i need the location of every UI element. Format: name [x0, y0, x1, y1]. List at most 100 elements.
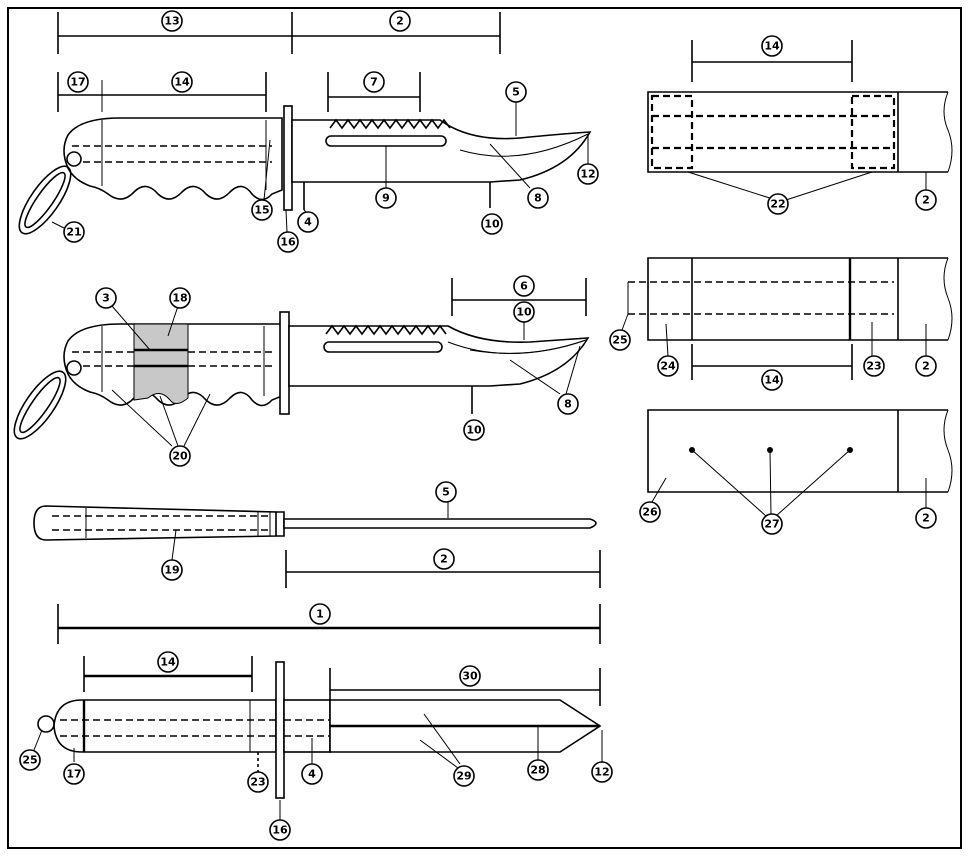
callout-1: 1 — [309, 603, 331, 625]
fuller-top — [325, 135, 447, 147]
svg-text:4: 4 — [308, 768, 316, 781]
svg-text:17: 17 — [66, 768, 81, 781]
svg-text:10: 10 — [484, 218, 500, 231]
svg-text:12: 12 — [580, 168, 595, 181]
svg-text:12: 12 — [594, 766, 609, 779]
border — [7, 7, 962, 849]
callout-23-right: 23 — [863, 355, 885, 377]
svg-text:17: 17 — [70, 76, 85, 89]
svg-text:23: 23 — [866, 360, 881, 373]
callout-2-top: 2 — [389, 10, 411, 32]
svg-text:23: 23 — [250, 776, 265, 789]
callout-18: 18 — [169, 287, 191, 309]
lanyard-ring-inner — [24, 171, 66, 229]
handle-detail-3 — [647, 409, 953, 517]
svg-text:13: 13 — [164, 15, 179, 28]
callout-24: 24 — [657, 355, 679, 377]
callout-6: 6 — [513, 275, 535, 297]
blade-profile — [283, 518, 597, 529]
svg-text:5: 5 — [512, 86, 520, 99]
handle-detail-1 — [647, 40, 953, 201]
callout-9: 9 — [375, 187, 397, 209]
svg-text:5: 5 — [442, 486, 450, 499]
svg-text:16: 16 — [280, 236, 296, 249]
svg-text:7: 7 — [370, 76, 378, 89]
svg-text:26: 26 — [642, 506, 658, 519]
svg-text:21: 21 — [66, 226, 81, 239]
svg-text:2: 2 — [396, 15, 404, 28]
handle-detail-2 — [627, 257, 953, 380]
dimension-17-14 — [57, 72, 267, 112]
svg-text:2: 2 — [922, 512, 930, 525]
svg-text:20: 20 — [172, 450, 188, 463]
callout-10-top: 10 — [481, 213, 503, 235]
svg-text:27: 27 — [764, 518, 779, 531]
leader-lines — [33, 102, 927, 820]
svg-text:15: 15 — [254, 204, 269, 217]
knife-middle — [13, 278, 590, 440]
callout-8-top: 8 — [527, 187, 549, 209]
svg-text:25: 25 — [612, 334, 627, 347]
svg-text:30: 30 — [462, 670, 478, 683]
svg-text:1: 1 — [316, 608, 324, 621]
handle-bottom — [53, 699, 277, 753]
callout-10-mid: 10 — [463, 419, 485, 441]
svg-text:28: 28 — [530, 764, 545, 777]
callout-14-right-2: 14 — [761, 369, 783, 391]
svg-text:14: 14 — [160, 656, 176, 669]
callout-2-right-3: 2 — [915, 507, 937, 529]
svg-text:8: 8 — [534, 192, 542, 205]
callout-25-bottom: 25 — [19, 749, 41, 771]
dimension-13-2 — [57, 12, 501, 54]
lanyard-ring-outer — [18, 165, 72, 235]
callout-4-bottom: 4 — [301, 763, 323, 785]
callout-17-top: 17 — [67, 71, 89, 93]
knife-top — [18, 12, 592, 235]
handle-profile — [33, 505, 277, 541]
svg-text:3: 3 — [102, 292, 110, 305]
blade-top — [291, 119, 592, 183]
lanyard-hole-middle — [66, 360, 82, 376]
svg-text:6: 6 — [520, 280, 528, 293]
callout-2-right-1: 2 — [915, 189, 937, 211]
callout-15: 15 — [251, 199, 273, 221]
callout-2-profile: 2 — [433, 548, 455, 570]
svg-text:16: 16 — [272, 824, 288, 837]
callout-25-right: 25 — [609, 329, 631, 351]
lanyard-hole — [66, 151, 82, 167]
callout-5-top: 5 — [505, 81, 527, 103]
callout-13: 13 — [161, 10, 183, 32]
grip-shaded — [133, 323, 189, 404]
callout-14-bottom: 14 — [157, 651, 179, 673]
svg-text:4: 4 — [304, 216, 312, 229]
callout-20: 20 — [169, 445, 191, 467]
knife-bottom — [37, 656, 602, 799]
callout-12-top: 12 — [577, 163, 599, 185]
svg-text:24: 24 — [660, 360, 676, 373]
blade-middle — [288, 325, 590, 387]
callout-5-profile: 5 — [435, 481, 457, 503]
callout-2-right-2: 2 — [915, 355, 937, 377]
svg-text:2: 2 — [922, 194, 930, 207]
svg-text:25: 25 — [22, 754, 37, 767]
callout-28: 28 — [527, 759, 549, 781]
svg-text:2: 2 — [440, 553, 448, 566]
callout-19: 19 — [161, 559, 183, 581]
svg-text:19: 19 — [164, 564, 179, 577]
callout-30: 30 — [459, 665, 481, 687]
callout-26: 26 — [639, 501, 661, 523]
svg-text:14: 14 — [764, 40, 780, 53]
handle-top — [63, 117, 283, 201]
dimension-7 — [327, 72, 421, 112]
callout-23-bottom: 23 — [247, 771, 269, 793]
callout-21: 21 — [63, 221, 85, 243]
svg-text:22: 22 — [770, 198, 785, 211]
svg-text:14: 14 — [764, 374, 780, 387]
callout-27: 27 — [761, 513, 783, 535]
callout-12-bottom: 12 — [591, 761, 613, 783]
guard-top — [283, 105, 293, 211]
pommel — [37, 715, 55, 733]
svg-text:18: 18 — [172, 292, 187, 305]
callout-7: 7 — [363, 71, 385, 93]
